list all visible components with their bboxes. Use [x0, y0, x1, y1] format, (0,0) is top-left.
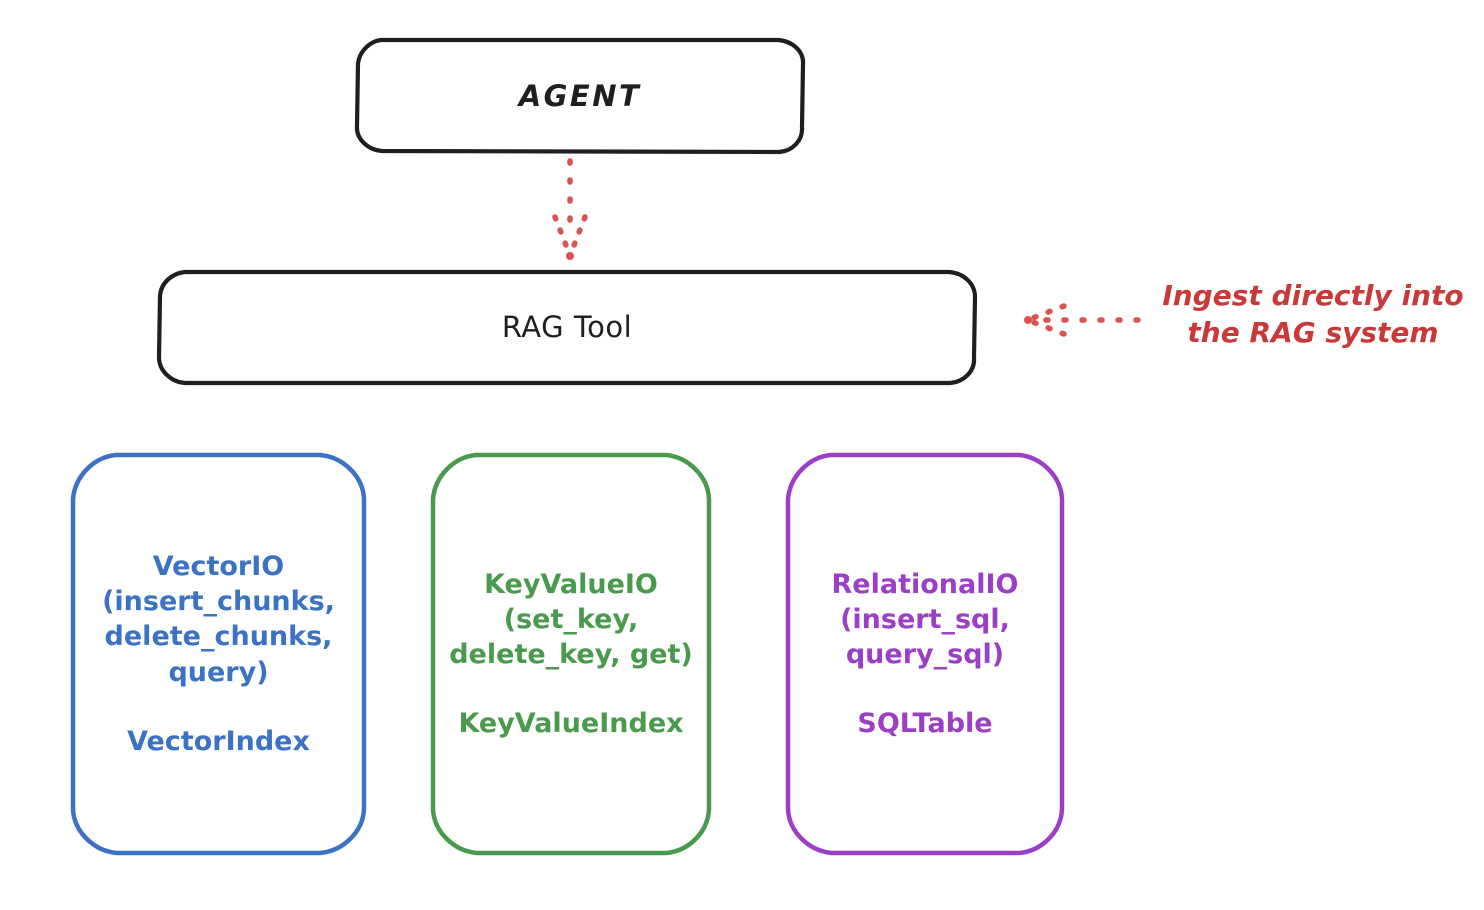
node-relational-io[interactable]: RelationalIO (insert_sql, query_sql) SQL…	[785, 452, 1065, 856]
agent-label: AGENT	[518, 78, 642, 113]
ingest-annotation-label: Ingest directly into the RAG system	[1162, 279, 1464, 349]
connector-agent-to-rag-tool	[515, 155, 625, 270]
node-key-value-io[interactable]: KeyValueIO (set_key, delete_key, get) Ke…	[430, 452, 712, 856]
relational-io-index-label: SQLTable	[857, 708, 993, 740]
vector-io-index-label: VectorIndex	[127, 725, 310, 757]
key-value-io-api-label: KeyValueIO (set_key, delete_key, get)	[449, 568, 693, 670]
connector-ingest-to-rag-tool	[1020, 295, 1145, 345]
key-value-io-index-label: KeyValueIndex	[458, 708, 684, 740]
vector-io-api-label: VectorIO (insert_chunks, delete_chunks, …	[102, 551, 335, 688]
relational-io-api-label: RelationalIO (insert_sql, query_sql)	[831, 568, 1019, 670]
rag-tool-label: RAG Tool	[501, 310, 633, 344]
node-agent[interactable]: AGENT	[354, 37, 806, 155]
node-vector-io[interactable]: VectorIO (insert_chunks, delete_chunks, …	[70, 452, 367, 856]
node-rag-tool[interactable]: RAG Tool	[156, 269, 978, 386]
